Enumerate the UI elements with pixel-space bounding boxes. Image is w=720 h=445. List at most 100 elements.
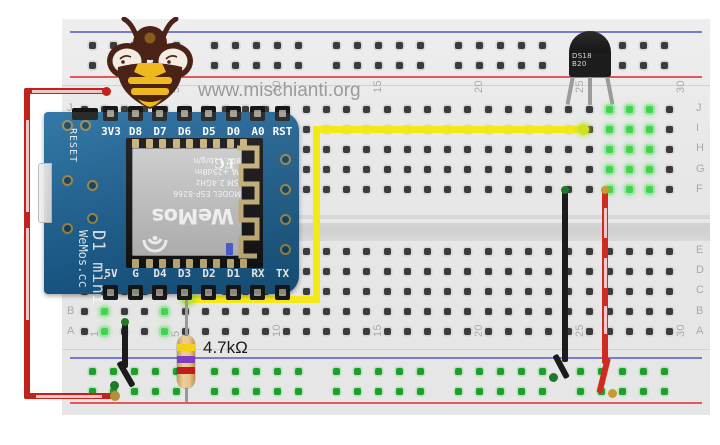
wire-red-highlight-c (25, 228, 29, 320)
wire-yellow-endpoint-sensor (578, 124, 589, 135)
top-rail-hole (252, 41, 260, 49)
hole-B7 (201, 308, 209, 316)
top-positive-rail-line (70, 76, 702, 78)
board-via (282, 246, 289, 253)
esp-castellation (159, 259, 166, 268)
hole-A14 (343, 328, 351, 336)
hole-B17 (403, 308, 411, 316)
row-letter-J: J (67, 102, 73, 114)
hole-E18 (423, 247, 431, 255)
pad-top-A0[interactable] (250, 106, 265, 121)
esp-castellation (240, 139, 247, 148)
hole-A16 (383, 328, 391, 336)
hole-J30 (666, 105, 674, 113)
pad-top-3V3[interactable] (103, 106, 118, 121)
hole-B22 (504, 308, 512, 316)
pad-bottom-D4[interactable] (152, 285, 167, 300)
top-rail-hole (639, 61, 647, 69)
resistor-band-3 (177, 367, 195, 374)
hole-F30 (666, 186, 674, 194)
pad-contact (229, 289, 237, 296)
bottom-rail-hole (172, 367, 180, 375)
pad-contact (156, 289, 163, 296)
bottom-rail-hole (416, 387, 424, 395)
hole-D22 (504, 267, 512, 275)
hole-F24 (545, 186, 553, 194)
pad-top-D0[interactable] (225, 106, 241, 121)
pad-top-D5[interactable] (201, 106, 216, 121)
bottom-rail-hole (395, 367, 403, 375)
hole-F12 (302, 186, 310, 194)
hole-D19 (444, 267, 452, 275)
pin-label-bottom-D2: D2 (202, 267, 216, 280)
pad-bottom-TX[interactable] (274, 285, 290, 300)
hole-E16 (383, 247, 391, 255)
hole-F27 (605, 186, 613, 194)
top-rail-hole (538, 61, 546, 69)
wire-red-right-hl-2 (603, 258, 607, 288)
hole-H18 (423, 145, 431, 153)
wire-red-right-endpoint-top (601, 186, 609, 194)
hole-G13 (322, 166, 330, 174)
ds18b20-sensor: DS18 B20 (564, 31, 616, 109)
esp-castellation (172, 259, 180, 268)
wire-black-left-endpoint-rail (110, 381, 119, 390)
top-rail-hole (618, 41, 626, 49)
board-via (282, 216, 289, 223)
hole-C25 (565, 287, 573, 295)
pad-bottom-D3[interactable] (176, 285, 192, 300)
pad-top-D6[interactable] (176, 106, 192, 121)
hole-A5 (161, 328, 169, 336)
hole-E12 (302, 247, 310, 255)
pad-bottom-D1[interactable] (225, 285, 241, 300)
hole-J14 (343, 105, 351, 113)
bottom-rail-hole (130, 367, 138, 375)
hole-B1 (80, 308, 88, 316)
bottom-rail-hole (538, 367, 546, 375)
wemos-d1-mini-board: RESET D1 mini WeMos.cc 802.11b/g/n PA +2… (39, 106, 299, 305)
usb-connector[interactable] (39, 164, 51, 222)
hole-C28 (625, 287, 633, 295)
hole-A30 (666, 328, 674, 336)
hole-F22 (504, 186, 512, 194)
pad-bottom-G[interactable] (127, 285, 143, 300)
hole-J3 (120, 105, 128, 113)
wire-red-right-endpoint-rail (608, 389, 617, 398)
hole-D30 (666, 267, 674, 275)
top-rail-hole (639, 41, 647, 49)
site-watermark: www.mischianti.org (198, 80, 361, 101)
wire-red-right-hl-3 (603, 306, 607, 334)
bottom-rail-hole (618, 387, 626, 395)
pad-top-RST[interactable] (274, 106, 290, 121)
hole-G15 (363, 166, 371, 174)
wire-ground-black-right (562, 188, 568, 362)
pad-contact (278, 110, 286, 117)
wire-red-endpoint-rail (110, 391, 120, 401)
top-rail-hole (273, 41, 281, 49)
top-rail-hole (88, 61, 96, 69)
pad-bottom-D2[interactable] (201, 285, 216, 300)
hole-A15 (363, 328, 371, 336)
hole-G30 (666, 166, 674, 174)
hole-C26 (585, 287, 593, 295)
hole-C30 (666, 287, 674, 295)
pin-label-top-D0: D0 (226, 125, 241, 138)
pad-bottom-RX[interactable] (250, 285, 265, 300)
reset-button[interactable] (72, 108, 98, 120)
hole-I28 (625, 125, 633, 133)
wire-black-left-endpoint-top (121, 318, 129, 326)
hole-C24 (545, 287, 553, 295)
pad-top-D7[interactable] (152, 106, 167, 121)
pad-bottom-5V[interactable] (103, 285, 118, 300)
hole-E21 (484, 247, 492, 255)
hole-A17 (403, 328, 411, 336)
pad-top-D8[interactable] (127, 106, 143, 121)
wire-black-right-endpoint-rail (549, 373, 558, 382)
bottom-rail-hole (151, 367, 159, 375)
hole-H23 (524, 145, 532, 153)
bottom-rail-hole (517, 367, 525, 375)
pad-contact (205, 289, 212, 296)
row-letter-right-I: I (696, 122, 700, 135)
hole-C18 (423, 287, 431, 295)
hole-J4 (141, 105, 149, 113)
